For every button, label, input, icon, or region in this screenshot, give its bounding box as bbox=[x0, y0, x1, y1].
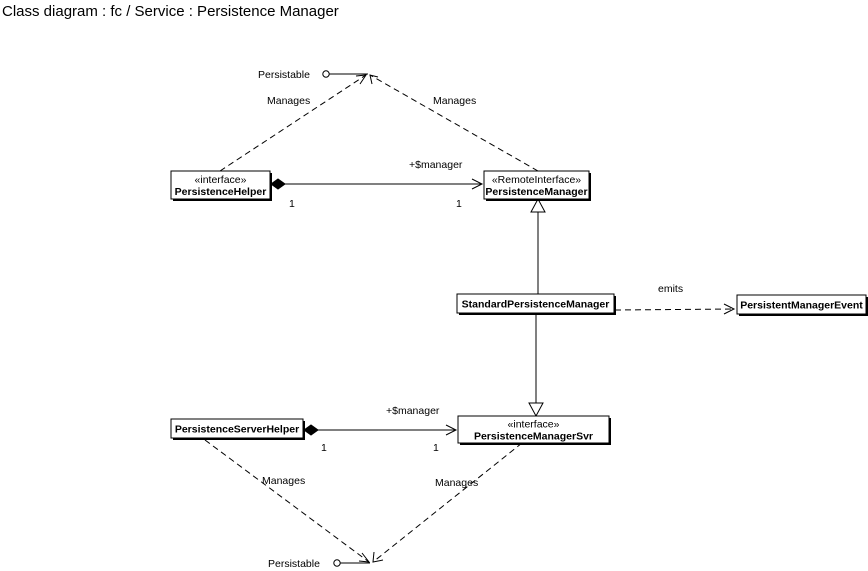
top-multiplicity-left: 1 bbox=[289, 198, 295, 210]
generalization-to-persistence-manager[interactable] bbox=[530, 197, 546, 294]
diagram-title: Class diagram : fc / Service : Persisten… bbox=[2, 3, 339, 20]
top-role-label: +$manager bbox=[409, 159, 463, 171]
bottom-manages-left-link[interactable]: Manages bbox=[204, 439, 371, 563]
persistable-top-lollipop-icon bbox=[322, 70, 330, 78]
top-manages-right-link[interactable]: Manages bbox=[369, 74, 539, 172]
top-manages-right-label: Manages bbox=[433, 95, 476, 107]
class-persistence-server-helper[interactable]: PersistenceServerHelper bbox=[170, 418, 305, 440]
class-persistence-manager-name: PersistenceManager bbox=[485, 186, 587, 198]
generalization-top-triangle-icon bbox=[530, 197, 546, 213]
class-persistence-manager-stereotype: «RemoteInterface» bbox=[492, 174, 581, 186]
bottom-composition-association[interactable]: +$manager 1 1 bbox=[303, 405, 458, 454]
top-multiplicity-right: 1 bbox=[456, 198, 462, 210]
class-persistence-manager-svr-stereotype: «interface» bbox=[508, 419, 560, 431]
bottom-multiplicity-right: 1 bbox=[433, 442, 439, 454]
realization-triangle-icon bbox=[528, 402, 544, 418]
bottom-manages-right-label: Manages bbox=[435, 477, 478, 489]
emits-line bbox=[614, 308, 735, 311]
bottom-manages-left-line bbox=[204, 439, 370, 563]
emits-arrowhead bbox=[723, 303, 736, 315]
emits-label: emits bbox=[658, 283, 683, 295]
realization-to-persistence-manager-svr[interactable] bbox=[528, 314, 544, 418]
bottom-manages-right-link[interactable]: Manages bbox=[372, 442, 523, 563]
persistable-top-label: Persistable bbox=[258, 69, 310, 81]
class-persistence-helper[interactable]: «interface» PersistenceHelper bbox=[170, 170, 272, 201]
class-persistence-helper-name: PersistenceHelper bbox=[175, 186, 267, 198]
top-manages-right-arrowhead bbox=[369, 74, 379, 85]
top-manages-left-arrowhead bbox=[355, 74, 368, 85]
class-persistence-manager[interactable]: «RemoteInterface» PersistenceManager bbox=[483, 170, 591, 201]
bottom-manages-right-line bbox=[372, 442, 523, 563]
class-persistent-manager-event[interactable]: PersistentManagerEvent bbox=[736, 294, 868, 316]
class-persistence-manager-svr-name: PersistenceManagerSvr bbox=[474, 431, 593, 443]
persistable-bottom-lollipop-icon bbox=[333, 559, 341, 567]
top-composition-arrowhead bbox=[471, 178, 484, 190]
bottom-multiplicity-left: 1 bbox=[321, 442, 327, 454]
class-persistence-manager-svr[interactable]: «interface» PersistenceManagerSvr bbox=[457, 415, 611, 445]
class-standard-persistence-manager-name: StandardPersistenceManager bbox=[462, 299, 610, 311]
top-manages-left-link[interactable]: Manages bbox=[219, 74, 368, 172]
top-composition-diamond-icon bbox=[270, 178, 286, 190]
top-manages-right-line bbox=[369, 74, 539, 172]
top-manages-left-label: Manages bbox=[267, 95, 310, 107]
bottom-composition-arrowhead bbox=[445, 424, 458, 436]
bottom-role-label: +$manager bbox=[386, 405, 440, 417]
class-persistent-manager-event-name: PersistentManagerEvent bbox=[740, 300, 863, 312]
class-standard-persistence-manager[interactable]: StandardPersistenceManager bbox=[456, 293, 616, 315]
top-manages-left-line bbox=[219, 74, 367, 172]
bottom-manages-left-label: Manages bbox=[262, 475, 305, 487]
persistable-top-interface[interactable]: Persistable bbox=[258, 69, 368, 81]
class-persistence-helper-stereotype: «interface» bbox=[195, 174, 247, 186]
bottom-manages-left-arrowhead bbox=[358, 552, 371, 563]
emits-dependency[interactable]: emits bbox=[614, 283, 736, 315]
persistable-bottom-interface[interactable]: Persistable bbox=[268, 558, 370, 570]
persistable-bottom-label: Persistable bbox=[268, 558, 320, 570]
class-persistence-server-helper-name: PersistenceServerHelper bbox=[175, 424, 299, 436]
top-composition-association[interactable]: +$manager 1 1 bbox=[270, 159, 484, 210]
bottom-composition-diamond-icon bbox=[303, 424, 319, 436]
bottom-manages-right-arrowhead bbox=[372, 551, 384, 563]
